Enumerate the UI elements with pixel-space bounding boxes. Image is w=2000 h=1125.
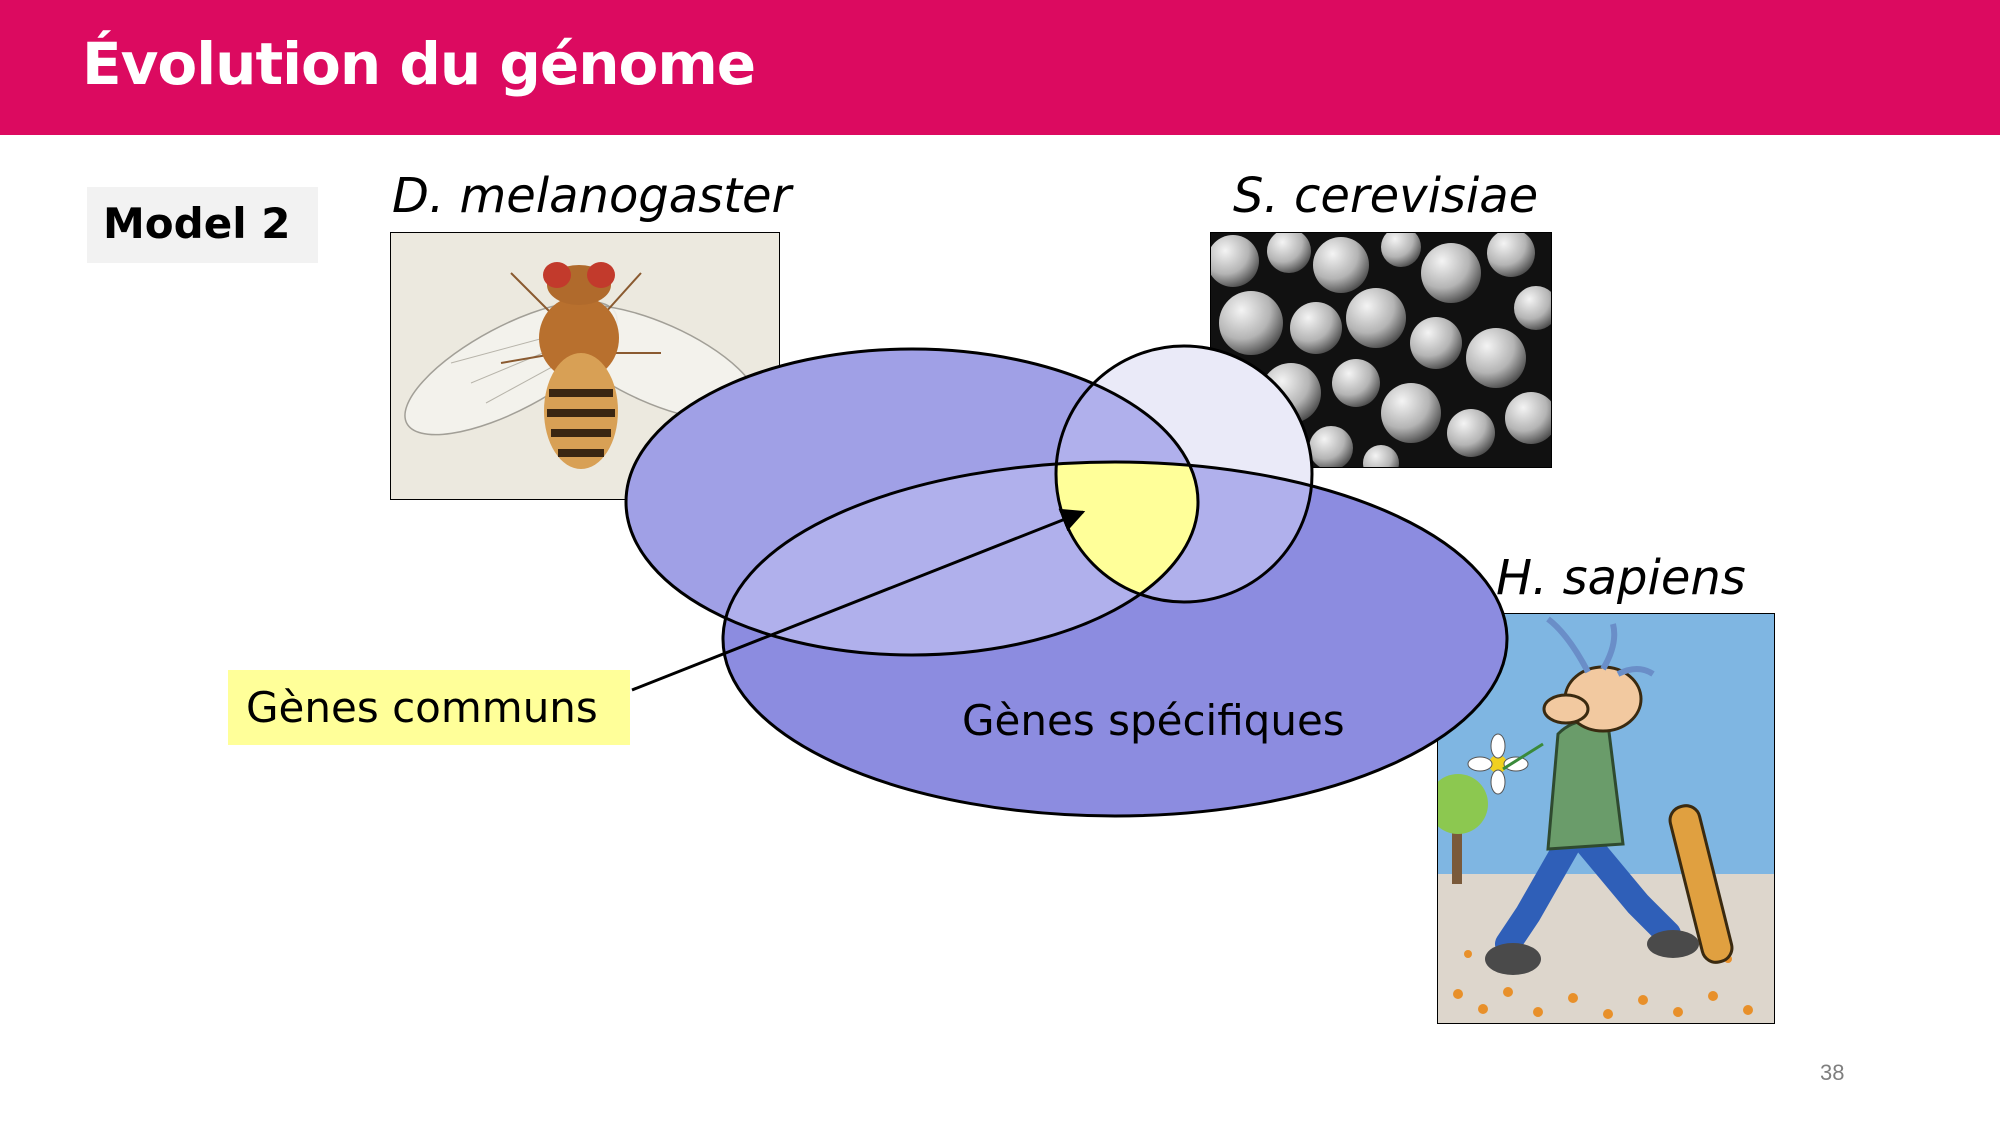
human-set-outline <box>721 460 1509 818</box>
species-label-fly: D. melanogaster <box>392 168 792 224</box>
model-label: Model 2 <box>103 199 291 248</box>
species-label-human: H. sapiens <box>1496 550 1746 606</box>
model-tag: Model 2 <box>87 187 318 263</box>
specific-genes-label: Gènes spécifiques <box>962 696 1345 745</box>
fly-set-outline <box>624 347 1200 657</box>
slide-title: Évolution du génome <box>82 30 756 98</box>
yeast-illustration <box>1211 233 1551 467</box>
common-genes-label-box: Gènes communs <box>228 670 630 745</box>
yeast-set-outline <box>1054 344 1314 604</box>
yeast-photo <box>1210 232 1552 468</box>
species-label-yeast: S. cerevisiae <box>1233 168 1539 224</box>
common-genes-label: Gènes communs <box>246 683 598 732</box>
fly-human-overlap <box>723 462 1198 655</box>
title-bar: Évolution du génome <box>0 0 2000 135</box>
page-number: 38 <box>1820 1060 1845 1085</box>
flower <box>1467 733 1544 795</box>
common-genes-arrow <box>631 508 1086 692</box>
